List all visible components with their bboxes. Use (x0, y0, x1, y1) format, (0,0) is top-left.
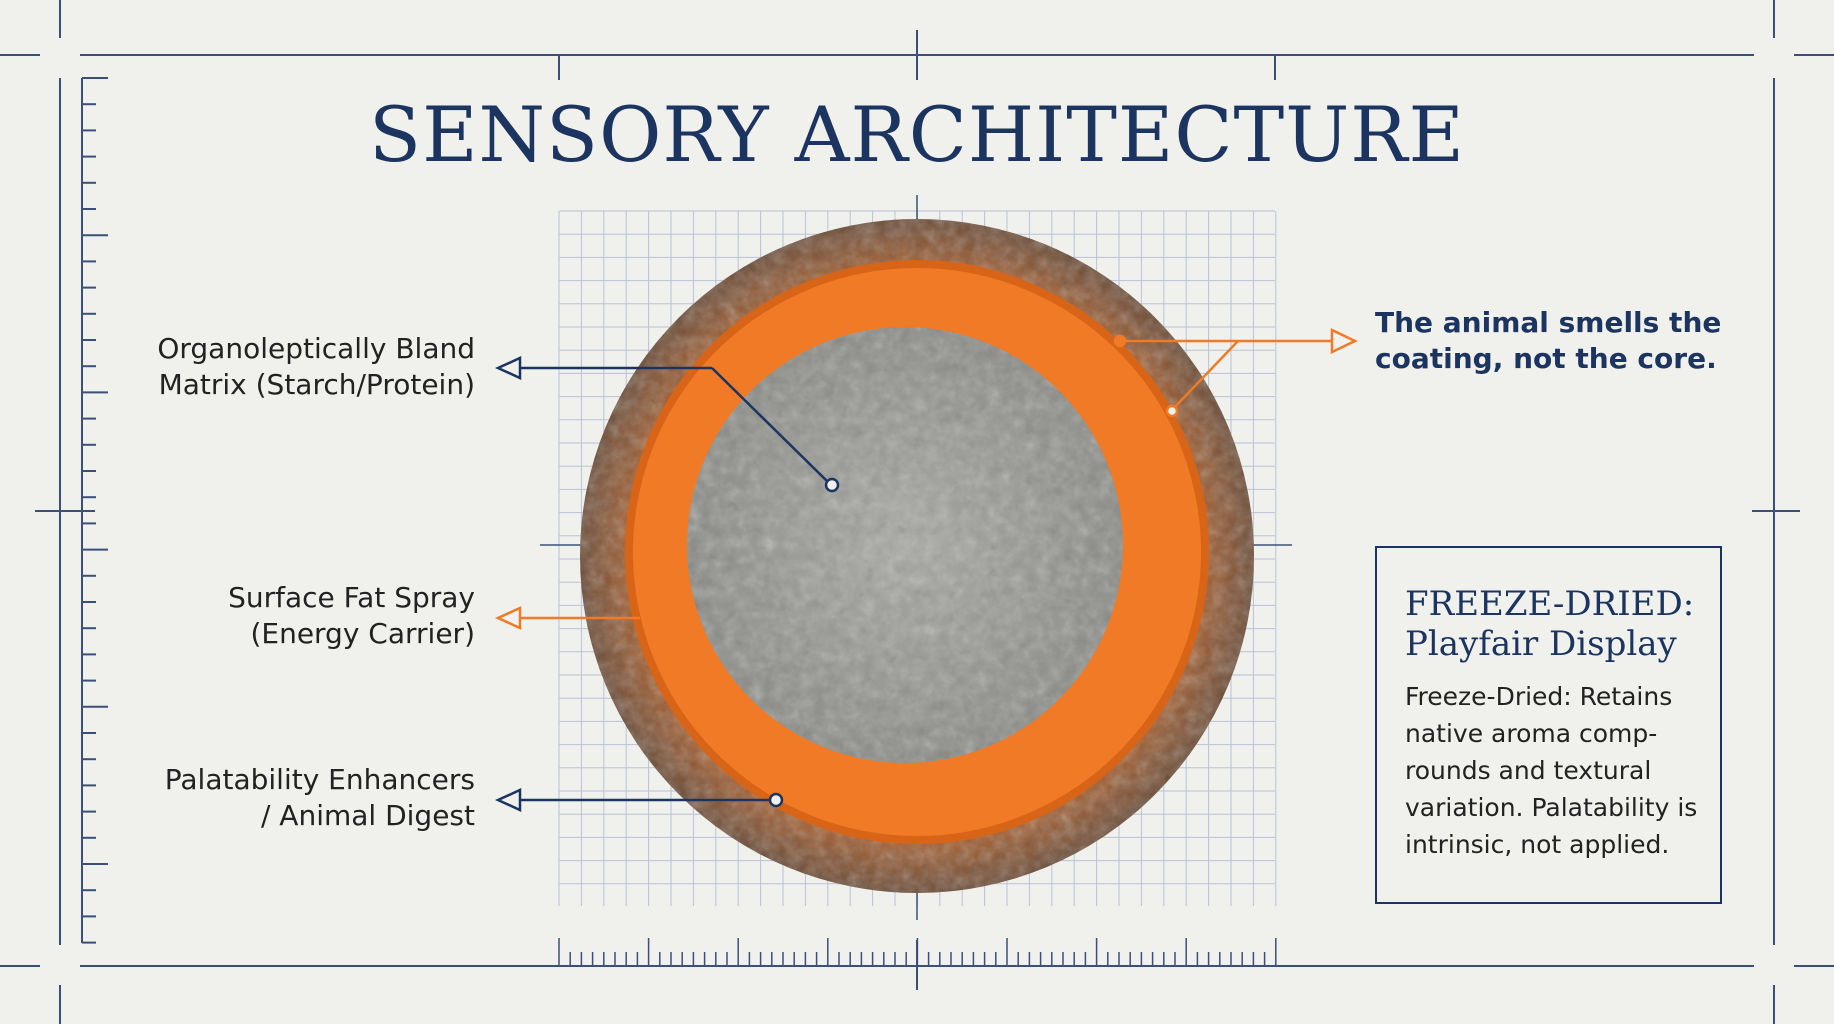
label-line: (Energy Carrier) (250, 617, 475, 650)
callout-enhancers (494, 788, 784, 812)
insight-line: The animal smells the (1375, 306, 1722, 339)
callout-matrix (494, 356, 840, 493)
callout-insight (1113, 328, 1358, 418)
label-enhancers: Palatability Enhancers / Animal Digest (165, 762, 475, 834)
label-line: Organoleptically Bland (157, 332, 475, 365)
freeze-dried-box: FREEZE-DRIED: Playfair Display Freeze-Dr… (1375, 546, 1722, 904)
box-title-line: FREEZE-DRIED: (1405, 584, 1695, 624)
box-body-line: native aroma comp- (1405, 719, 1658, 748)
label-line: Surface Fat Spray (228, 581, 475, 614)
kibble-cross-section (580, 219, 1254, 893)
box-title-line: Playfair Display (1405, 624, 1677, 664)
label-fat: Surface Fat Spray (Energy Carrier) (228, 580, 475, 652)
bottom-ruler (558, 938, 1277, 967)
box-body-line: variation. Palatability is (1405, 793, 1698, 822)
box-body-line: rounds and textural (1405, 756, 1652, 785)
label-matrix: Organoleptically Bland Matrix (Starch/Pr… (157, 331, 475, 403)
callout-fat (494, 606, 640, 630)
left-ruler (81, 77, 108, 944)
label-line: Palatability Enhancers (164, 763, 475, 796)
label-line: Matrix (Starch/Protein) (158, 368, 475, 401)
insight-text: The animal smells the coating, not the c… (1375, 305, 1721, 377)
box-body-line: Freeze-Dried: Retains (1405, 682, 1673, 711)
box-body-line: intrinsic, not applied. (1405, 830, 1670, 859)
box-body: Freeze-Dried: Retains native aroma comp-… (1405, 678, 1720, 863)
page-title: SENSORY ARCHITECTURE (369, 90, 1465, 179)
box-title: FREEZE-DRIED: Playfair Display (1405, 584, 1720, 664)
insight-line: coating, not the core. (1375, 342, 1717, 375)
label-line: / Animal Digest (260, 799, 475, 832)
